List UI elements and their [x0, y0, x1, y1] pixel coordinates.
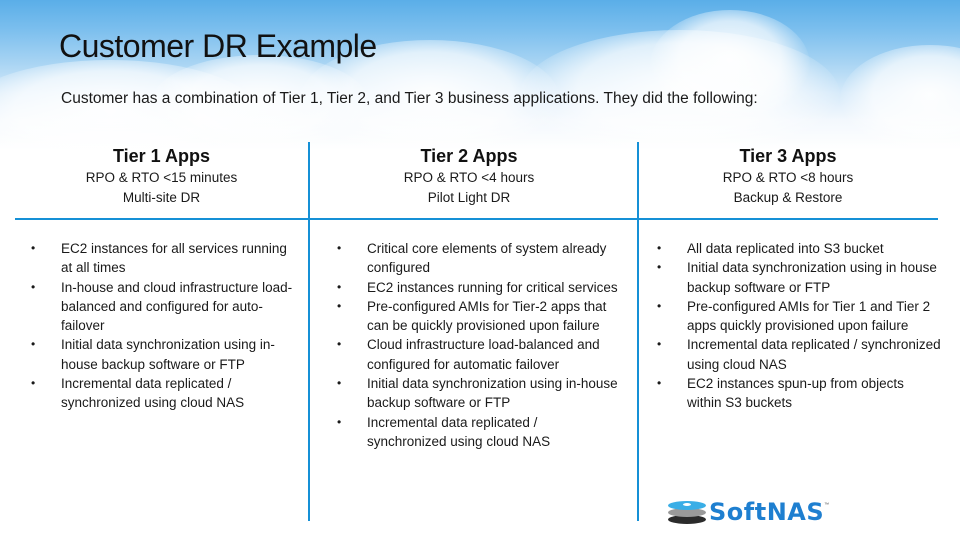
header-divider [15, 218, 938, 220]
slide-subtitle: Customer has a combination of Tier 1, Ti… [61, 90, 758, 107]
bullet-icon: • [337, 337, 342, 352]
column-divider-1 [308, 142, 310, 521]
tier3-bullet-list: •All data replicated into S3 bucket •Ini… [657, 239, 941, 413]
list-item: •Cloud infrastructure load-balanced and … [337, 337, 600, 372]
tier3-strategy: Backup & Restore [733, 190, 843, 205]
tier2-rpo-rto: RPO & RTO <4 hours [403, 170, 535, 185]
bullet-icon: • [31, 241, 36, 255]
tier2-bullet-list: •Critical core elements of system alread… [337, 239, 619, 451]
list-item: •EC2 instances for all services running … [31, 241, 287, 276]
column-divider-2 [637, 142, 639, 521]
list-item: •Critical core elements of system alread… [337, 241, 607, 276]
list-item: •Pre-configured AMIs for Tier 1 and Tier… [657, 298, 931, 334]
bullet-icon: • [31, 376, 36, 391]
bullet-icon: • [657, 260, 662, 275]
tier3-rpo-rto: RPO & RTO <8 hours [722, 170, 854, 185]
list-item: •Initial data synchronization using in-h… [31, 337, 275, 372]
bullet-icon: • [337, 414, 342, 429]
bullet-icon: • [337, 298, 342, 313]
tier1-rpo-rto: RPO & RTO <15 minutes [85, 170, 238, 185]
bullet-icon: • [337, 241, 342, 255]
list-item: •Incremental data replicated / synchroni… [31, 376, 245, 411]
bullet-icon: • [337, 279, 342, 294]
list-item: •All data replicated into S3 bucket [657, 239, 941, 258]
tier1-title: Tier 1 Apps [112, 146, 211, 166]
logo-wordmark: SoftNAS [709, 498, 825, 526]
tier2-strategy: Pilot Light DR [427, 190, 511, 205]
list-item: •EC2 instances spun-up from objects with… [657, 376, 904, 411]
list-item: •Incremental data replicated / synchroni… [657, 337, 941, 372]
bullet-icon: • [657, 298, 662, 313]
slide-title: Customer DR Example [59, 28, 377, 64]
tier2-title: Tier 2 Apps [420, 146, 518, 166]
bullet-icon: • [337, 376, 342, 391]
tier1-strategy: Multi-site DR [122, 190, 201, 205]
bullet-icon: • [657, 337, 662, 352]
bullet-icon: • [31, 337, 36, 352]
list-item: •EC2 instances running for critical serv… [337, 278, 619, 297]
tier2-header: Tier 2 Apps RPO & RTO <4 hours Pilot Lig… [310, 144, 628, 208]
trademark-symbol: ™ [824, 502, 830, 508]
list-item: •Incremental data replicated / synchroni… [337, 414, 551, 449]
bullet-icon: • [657, 376, 662, 391]
list-item: •In-house and cloud infrastructure load-… [31, 279, 293, 334]
tier3-title: Tier 3 Apps [739, 146, 837, 166]
tier3-header: Tier 3 Apps RPO & RTO <8 hours Backup & … [640, 144, 936, 208]
softnas-logo: SoftNAS ™ [668, 498, 829, 526]
bullet-icon: • [31, 279, 36, 294]
tier1-header: Tier 1 Apps RPO & RTO <15 minutes Multi-… [15, 144, 308, 208]
list-item: •Pre-configured AMIs for Tier-2 apps tha… [337, 298, 607, 334]
stacked-disks-icon [668, 499, 706, 525]
bullet-icon: • [657, 241, 662, 255]
list-item: •Initial data synchronization using in h… [657, 260, 937, 295]
list-item: •Initial data synchronization using in-h… [337, 376, 618, 411]
sky-background [0, 0, 960, 150]
tier1-bullet-list: •EC2 instances for all services running … [31, 239, 293, 413]
